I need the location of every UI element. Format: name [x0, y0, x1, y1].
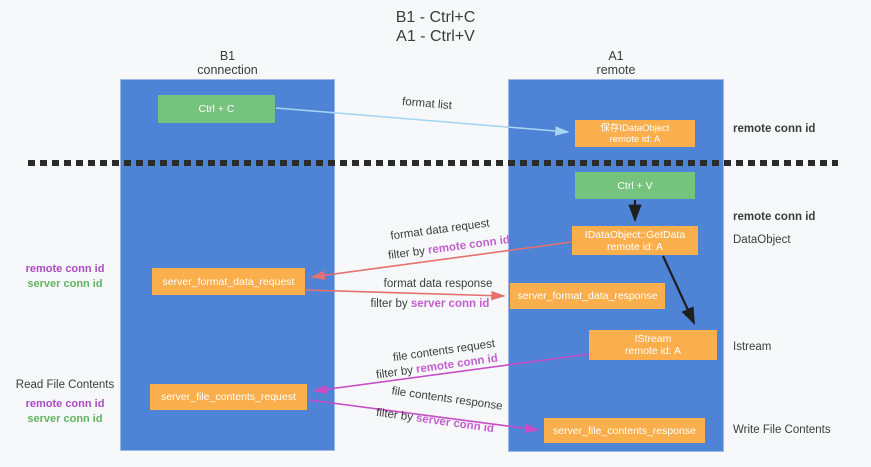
- istream-side-label: Istream: [733, 341, 772, 353]
- server-file-contents-request-node: server_file_contents_request: [150, 384, 307, 410]
- format-list-label: format list: [401, 95, 453, 113]
- title-line-1: B1 - Ctrl+C: [395, 9, 476, 26]
- left-remote-conn-id-2: remote conn id: [25, 398, 105, 410]
- filter-by-text: filter by: [387, 244, 429, 262]
- filter-by-server-label-2: filter by server conn id: [375, 407, 494, 435]
- file-contents-response-label: file contents response: [390, 385, 504, 413]
- left-conn-id-block-1: remote conn id server conn id: [10, 262, 120, 292]
- right-column-name: A1: [608, 49, 624, 63]
- istream-node: IStream remote id: A: [589, 330, 717, 360]
- server-file-contents-response-label: server_file_contents_response: [552, 424, 696, 437]
- ctrl-v-node: Ctrl + V: [575, 172, 695, 199]
- ctrl-c-node: Ctrl + C: [158, 95, 275, 123]
- server-format-data-response-node: server_format_data_response: [510, 283, 665, 309]
- left-column-name: B1: [219, 49, 236, 63]
- left-remote-conn-id-1: remote conn id: [25, 263, 105, 275]
- right-column-header: A1 remote: [508, 49, 724, 77]
- filter-by-server-label-1: filter by server conn id: [371, 298, 490, 310]
- ctrl-v-label: Ctrl + V: [617, 179, 653, 192]
- left-column-role: connection: [197, 63, 258, 77]
- right-remote-conn-id-mid: remote conn id: [733, 211, 816, 223]
- read-file-contents-label: Read File Contents: [15, 379, 115, 391]
- left-conn-id-block-2: Read File Contents remote conn id server…: [10, 378, 120, 427]
- istream-line1: IStream: [634, 333, 672, 345]
- write-file-contents-label: Write File Contents: [733, 424, 831, 436]
- getdata-line1: IDataObject::GetData: [584, 228, 686, 241]
- server-file-contents-response-node: server_file_contents_response: [544, 418, 705, 443]
- save-idataobject-node: 保存IDataObject remote id: A: [575, 120, 695, 147]
- diagram-title: B1 - Ctrl+C A1 - Ctrl+V: [0, 8, 871, 46]
- format-data-response-arrow: [305, 289, 506, 301]
- right-column-role: remote: [596, 63, 636, 77]
- right-remote-conn-id-top: remote conn id: [733, 123, 816, 135]
- server-format-data-request-label: server_format_data_request: [162, 275, 295, 288]
- save-idataobject-line1: 保存IDataObject: [600, 122, 670, 134]
- istream-line2: remote id: A: [624, 345, 682, 357]
- ctrl-c-label: Ctrl + C: [198, 103, 235, 115]
- server-conn-id-text: server conn id: [410, 298, 490, 310]
- left-column-header: B1 connection: [120, 49, 335, 77]
- getdata-node: IDataObject::GetData remote id: A: [572, 226, 698, 255]
- filter-by-text: filter by: [370, 298, 411, 310]
- server-format-data-response-label: server_format_data_response: [517, 290, 658, 302]
- server-conn-id-text: server conn id: [415, 412, 495, 436]
- save-idataobject-line2: remote id: A: [609, 133, 661, 145]
- title-line-2: A1 - Ctrl+V: [396, 28, 475, 45]
- getdata-line2: remote id: A: [606, 240, 664, 253]
- server-file-contents-request-label: server_file_contents_request: [161, 391, 296, 403]
- left-server-conn-id-2: server conn id: [27, 413, 103, 425]
- filter-by-text: filter by: [375, 406, 417, 425]
- left-server-conn-id-1: server conn id: [27, 278, 103, 290]
- format-data-response-label: format data response: [383, 278, 493, 290]
- filter-by-text: filter by: [375, 363, 417, 382]
- remote-conn-id-text: remote conn id: [427, 234, 511, 257]
- server-format-data-request-node: server_format_data_request: [152, 268, 305, 295]
- dataobject-label: DataObject: [733, 234, 791, 246]
